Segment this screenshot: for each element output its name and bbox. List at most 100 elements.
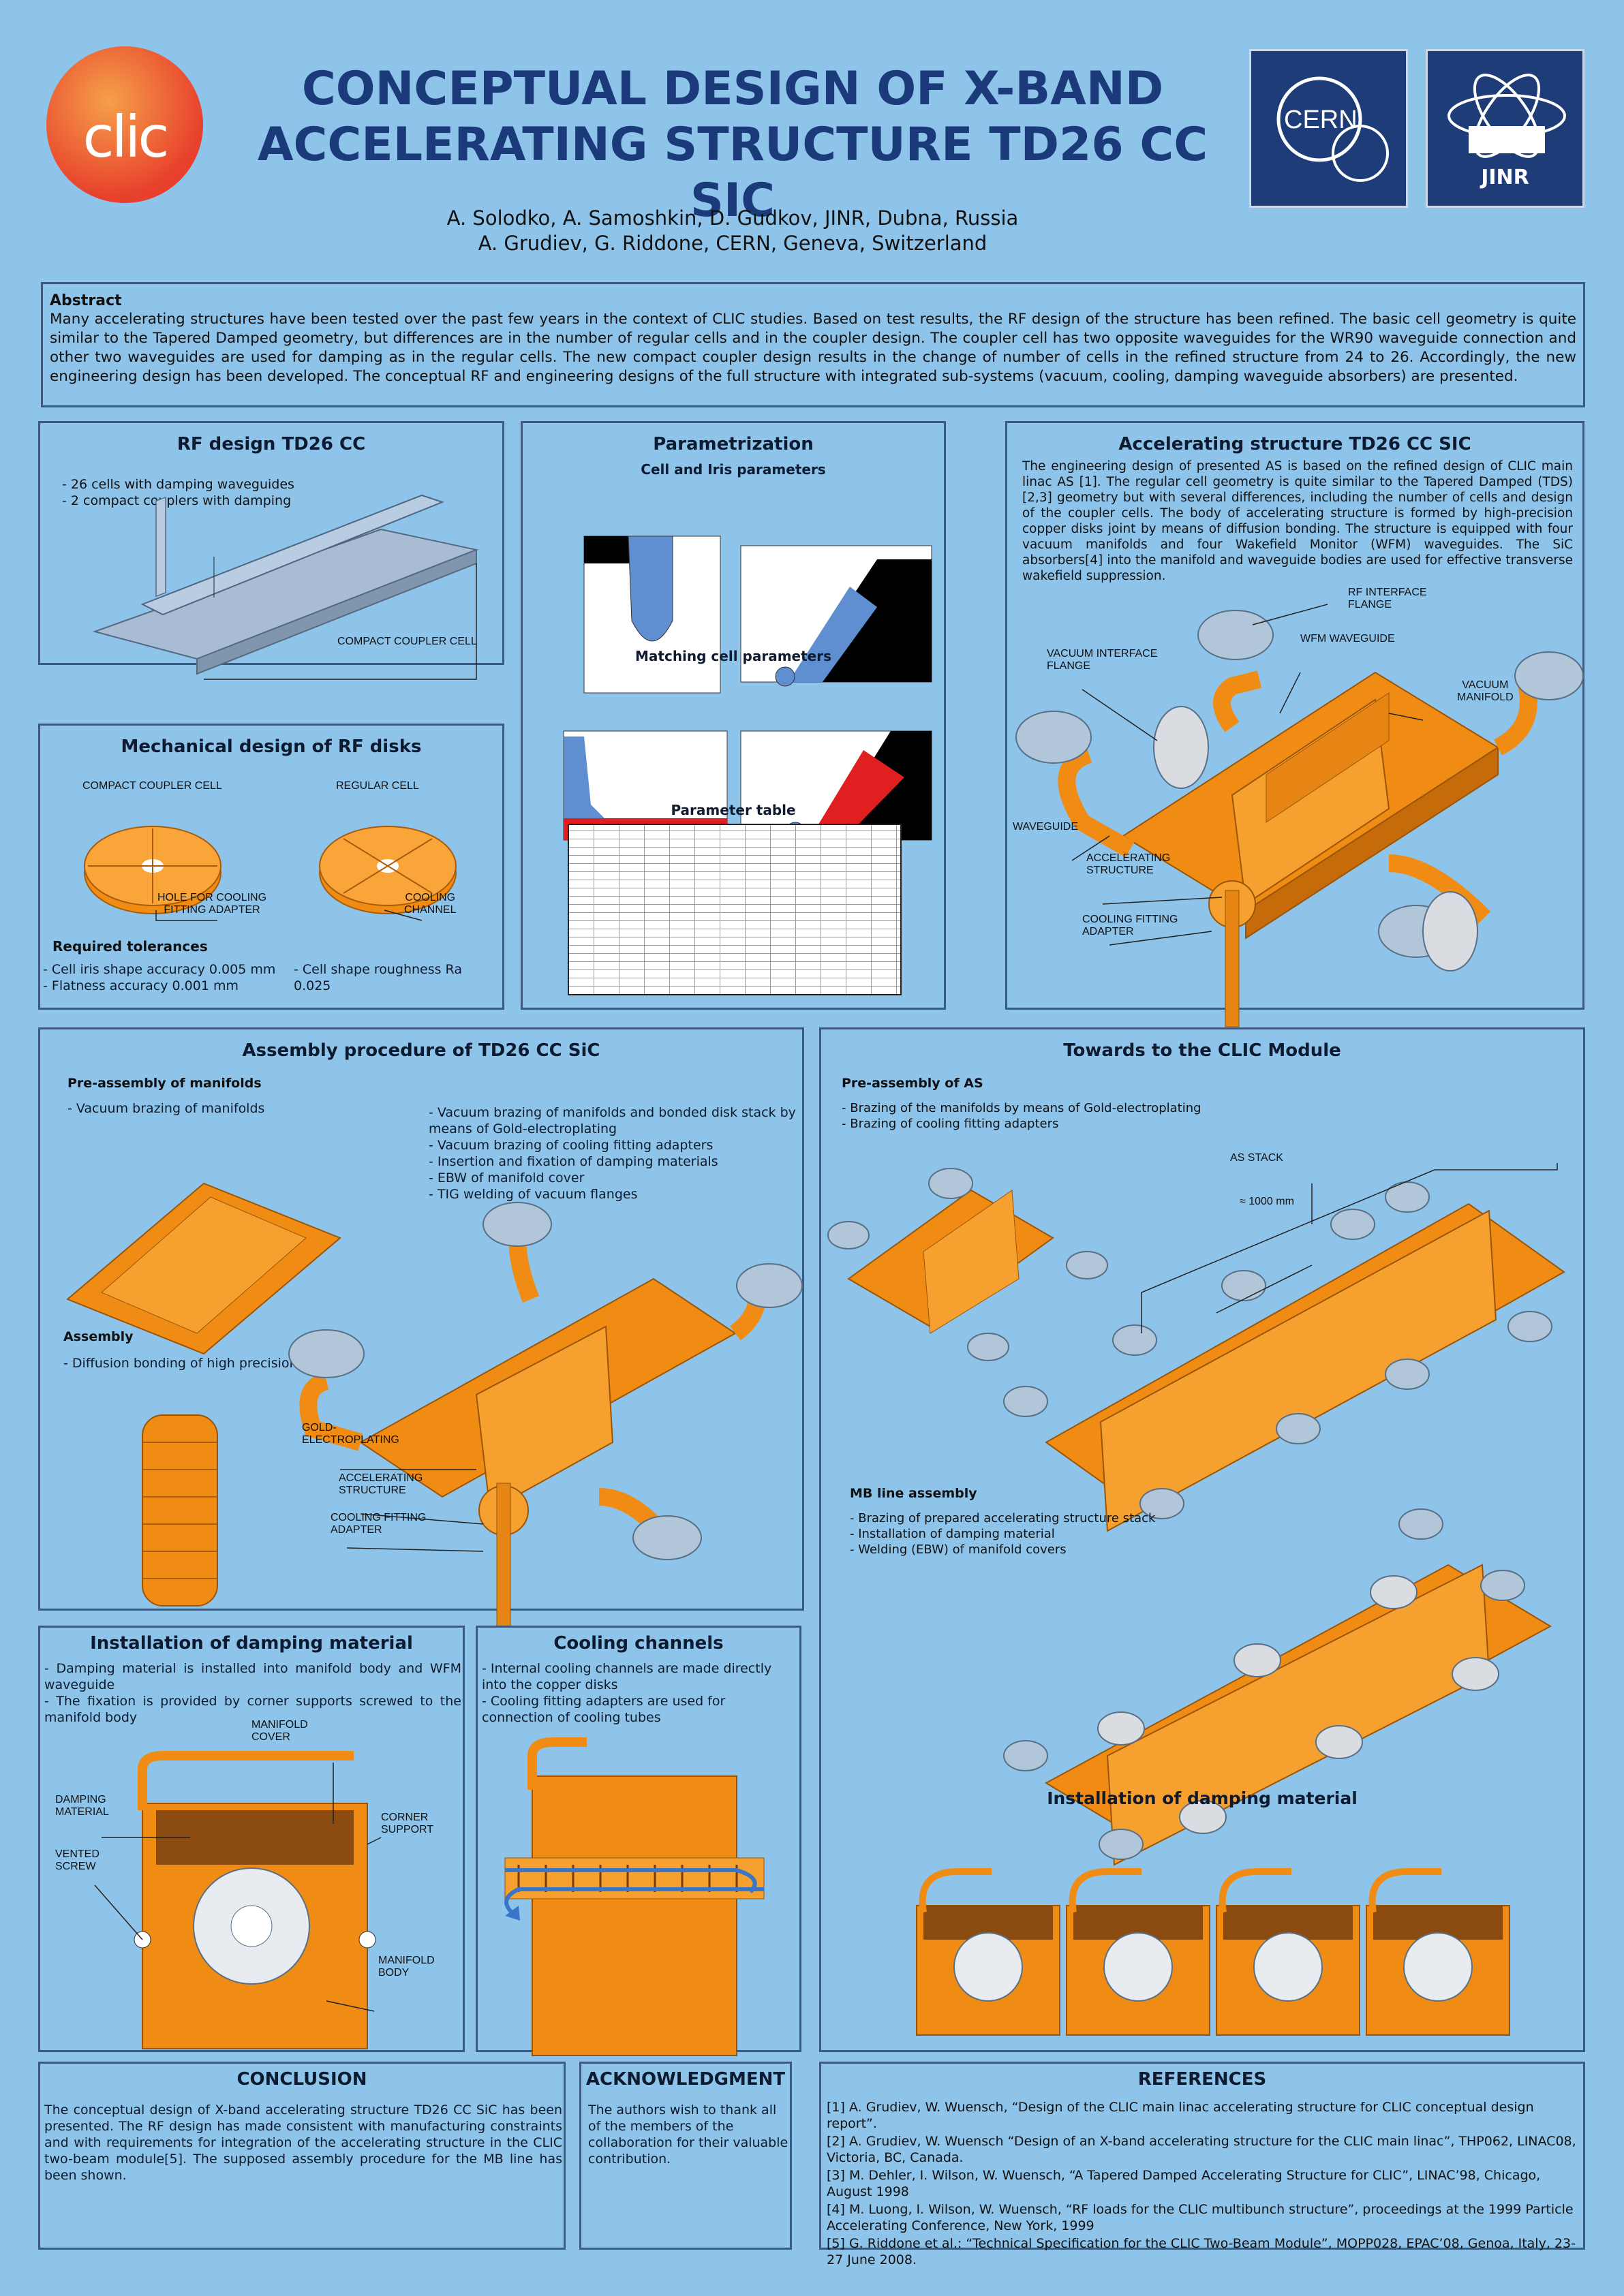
pre-assembly-title: Pre-assembly of manifolds <box>67 1076 262 1091</box>
module-damp-title: Installation of damping material <box>1047 1788 1358 1808</box>
damping-title: Installation of damping material <box>90 1633 413 1654</box>
rf-disks-drawing <box>84 826 457 921</box>
accel-text: The engineering design of presented AS i… <box>1022 459 1573 583</box>
hole-label-1: HOLE FOR COOLING <box>157 892 267 903</box>
assembly-step: - Insertion and fixation of damping mate… <box>429 1154 718 1169</box>
cs-l2: SUPPORT <box>381 1824 434 1835</box>
clic-logo-text: clic <box>82 104 169 170</box>
param-panel: Parametrization Cell and Iris parameters… <box>521 421 946 1010</box>
asm-as-l1: ACCELERATING <box>339 1472 423 1484</box>
vm-l2: MANIFOLD <box>1457 692 1514 703</box>
module-pre-item: - Brazing of cooling fitting adapters <box>842 1117 1059 1131</box>
as-l1: ACCELERATING <box>1086 852 1171 864</box>
mc-l2: COVER <box>251 1731 290 1743</box>
assembly-step: means of Gold-electroplating <box>429 1121 617 1136</box>
param-drawings <box>563 536 932 842</box>
cooling-panel: Cooling channels - Internal cooling chan… <box>476 1626 801 2056</box>
mb-l1: MANIFOLD <box>378 1955 435 1966</box>
waveguide-label: WAVEGUIDE <box>1013 821 1079 833</box>
assembly-steps: - Vacuum brazing of manifolds and bonded… <box>429 1104 796 1203</box>
hole-label: HOLE FOR COOLING FITTING ADAPTER <box>157 892 266 916</box>
vs-l1: VENTED <box>55 1848 99 1860</box>
assembly-drawing <box>66 1182 803 1627</box>
module-pre-title: Pre-assembly of AS <box>842 1076 983 1091</box>
channel-label-1: COOLING <box>405 892 456 903</box>
ack-title: ACKNOWLEDGMENT <box>585 2069 786 2090</box>
rf-structure-drawing <box>92 494 479 680</box>
regular-cell-label: REGULAR CELL <box>336 780 419 792</box>
cf-l2: ADAPTER <box>1082 926 1134 937</box>
tolerance-3: - Cell shape roughness Ra 0.025 <box>294 962 462 993</box>
cooling-text-1: - Internal cooling channels are made dir… <box>482 1661 772 1692</box>
tolerance-1: - Cell iris shape accuracy 0.005 mm <box>43 962 276 977</box>
authors-line-2: A. Grudiev, G. Riddone, CERN, Geneva, Sw… <box>478 232 987 255</box>
references-title: REFERENCES <box>1137 2069 1267 2090</box>
vif-l2: FLANGE <box>1047 660 1091 672</box>
cooling-text-2: - Cooling fitting adapters are used for … <box>482 1694 726 1725</box>
tolerance-2: - Flatness accuracy 0.001 mm <box>43 978 239 993</box>
param-sub-matching: Matching cell parameters <box>635 648 831 664</box>
rf-design-list: - 26 cells with damping waveguides - 2 c… <box>62 476 294 509</box>
jinr-logo: JINR <box>1426 49 1584 208</box>
channel-label-2: CHANNEL <box>404 904 457 916</box>
rf-item: - 2 compact couplers with damping <box>62 493 292 508</box>
param-table-image <box>568 824 902 995</box>
rf-if-l2: FLANGE <box>1348 599 1392 610</box>
assembly-panel: Assembly procedure of TD26 CC SiC Pre-as… <box>38 1027 804 1627</box>
mech-title: Mechanical design of RF disks <box>121 736 422 757</box>
asm-cf-l1: COOLING FITTING <box>331 1512 427 1523</box>
damping-text-2: - The fixation is provided by corner sup… <box>44 1694 461 1725</box>
reference-item: [3] M. Dehler, I. Wilson, W. Wuensch, “A… <box>827 2168 1541 2199</box>
mb-item: - Brazing of prepared accelerating struc… <box>850 1511 1156 1525</box>
mb-items: - Brazing of prepared accelerating struc… <box>850 1510 1155 1557</box>
abstract-text: Many accelerating structures have been t… <box>50 311 1576 385</box>
as-l2: STRUCTURE <box>1086 865 1154 876</box>
param-table-columns <box>569 825 900 994</box>
param-sub-table: Parameter table <box>671 802 796 818</box>
title-line-2: ACCELERATING STRUCTURE TD26 CC SIC <box>257 118 1208 228</box>
jinr-logo-graphic <box>1447 74 1566 158</box>
mc-l1: MANIFOLD <box>251 1719 308 1731</box>
cf-l1: COOLING FITTING <box>1082 914 1178 925</box>
mb-title: MB line assembly <box>850 1486 977 1501</box>
vs-l2: SCREW <box>55 1861 96 1872</box>
mb-item: - Installation of damping material <box>850 1527 1055 1541</box>
module-pre-item: - Brazing of the manifolds by means of G… <box>842 1101 1201 1115</box>
gold-l2: ELECTROPLATING <box>302 1434 399 1446</box>
reference-item: [5] G. Riddone et al.: “Technical Specif… <box>827 2236 1576 2267</box>
vm-l1: VACUUM <box>1462 679 1509 691</box>
length-label: ≈ 1000 mm <box>1240 1196 1294 1207</box>
accel-panel: Accelerating structure TD26 CC SIC The e… <box>1005 421 1584 1027</box>
abstract-title: Abstract <box>50 292 122 309</box>
assembly-sub-item: - Diffusion bonding of high precision di… <box>63 1356 328 1371</box>
authors: A. Solodko, A. Samoshkin, D. Gudkov, JIN… <box>245 206 1220 256</box>
accel-structure-drawing <box>1015 604 1584 1027</box>
abstract-panel: Abstract Many accelerating structures ha… <box>41 282 1585 407</box>
cs-l1: CORNER <box>381 1812 429 1823</box>
ack-panel: ACKNOWLEDGMENT The authors wish to thank… <box>579 2062 792 2250</box>
vif-l1: VACUUM INTERFACE <box>1047 648 1158 660</box>
assembly-step: - Vacuum brazing of manifolds and bonded… <box>429 1105 796 1120</box>
module-drawing <box>827 1163 1565 2036</box>
tolerances-title: Required tolerances <box>52 938 208 955</box>
mech-panel: Mechanical design of RF disks COMPACT CO… <box>38 724 504 1010</box>
asm-cf-l2: ADAPTER <box>331 1524 382 1536</box>
compact-cell-label: COMPACT COUPLER CELL <box>82 780 222 792</box>
module-pre-items: - Brazing of the manifolds by means of G… <box>842 1100 1201 1132</box>
mb-item: - Welding (EBW) of manifold covers <box>850 1542 1067 1557</box>
damping-panel: Installation of damping material - Dampi… <box>38 1626 465 2052</box>
gold-label: GOLD-ELECTROPLATING <box>302 1422 399 1446</box>
title-line-1: CONCEPTUAL DESIGN OF X-BAND <box>301 62 1164 116</box>
assembly-title: Assembly procedure of TD26 CC SiC <box>242 1040 600 1061</box>
reference-item: [1] A. Grudiev, W. Wuensch, “Design of t… <box>827 2100 1534 2131</box>
conclusion-title: CONCLUSION <box>236 2069 367 2090</box>
rf-if-l1: RF INTERFACE <box>1348 587 1427 598</box>
mb-l2: BODY <box>378 1967 410 1979</box>
